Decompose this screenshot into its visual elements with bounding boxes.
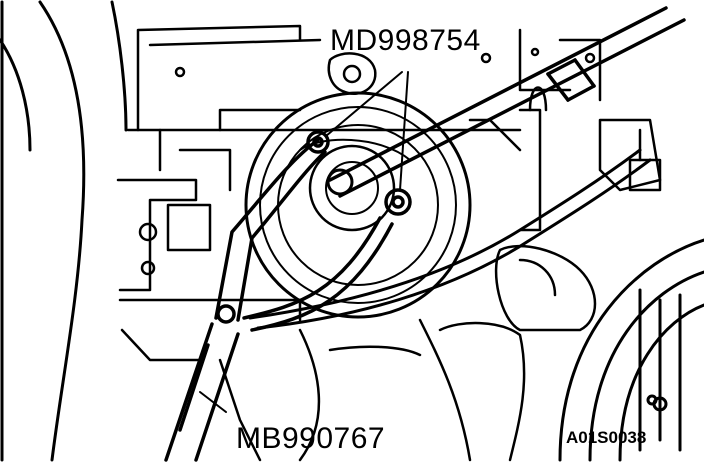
wheel-brake-disc xyxy=(558,238,704,462)
fender-panel xyxy=(0,0,128,462)
leader-lines xyxy=(199,71,409,413)
figure-code: A01S0038 xyxy=(566,428,647,447)
mounting-bracket xyxy=(116,128,302,362)
callout-md998754: MD998754 xyxy=(330,24,481,57)
socket-wrench-bar xyxy=(328,6,686,198)
callout-mb990767: MB990767 xyxy=(236,422,386,455)
right-engine-components xyxy=(468,86,662,332)
lower-housing xyxy=(218,318,526,462)
holder-bar-tool-mb990767 xyxy=(164,322,240,462)
pulley-holder-tool-md998754 xyxy=(214,130,412,332)
engine-block-top xyxy=(126,24,602,132)
